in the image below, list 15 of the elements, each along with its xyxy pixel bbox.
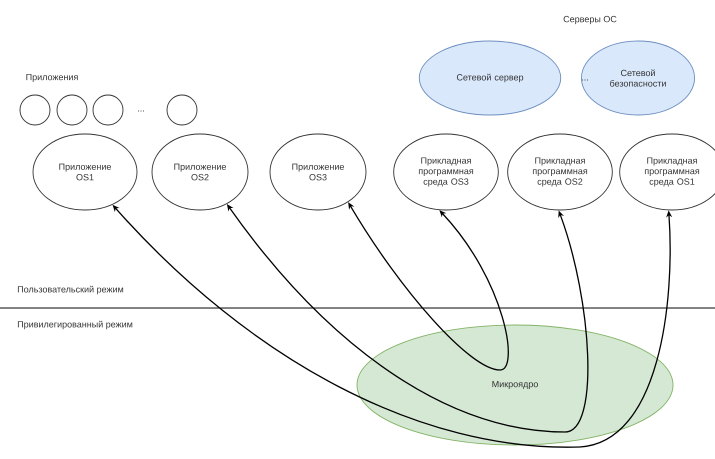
label-text: Приложения [26, 74, 78, 82]
ellipse-node: Сетевой сервер [418, 40, 562, 116]
circle-node [92, 94, 124, 126]
circle-node [20, 94, 50, 126]
circle-node [166, 94, 198, 126]
ellipse-node: Прикладная программная среда OS2 [507, 134, 613, 210]
label-text: Привилегированный режим [18, 320, 132, 330]
label-text: Пользовательский режим [18, 286, 124, 294]
circle-node [56, 94, 88, 126]
ellipse-node: Приложение OS2 [152, 134, 248, 210]
ellipse-node: Приложение OS3 [270, 134, 366, 210]
ellipsis: ... [138, 110, 144, 112]
label-text: Серверы ОС [564, 16, 616, 24]
ellipse-node: Прикладная программная среда OS3 [393, 134, 499, 210]
ellipse-node: Приложение OS1 [32, 134, 138, 210]
